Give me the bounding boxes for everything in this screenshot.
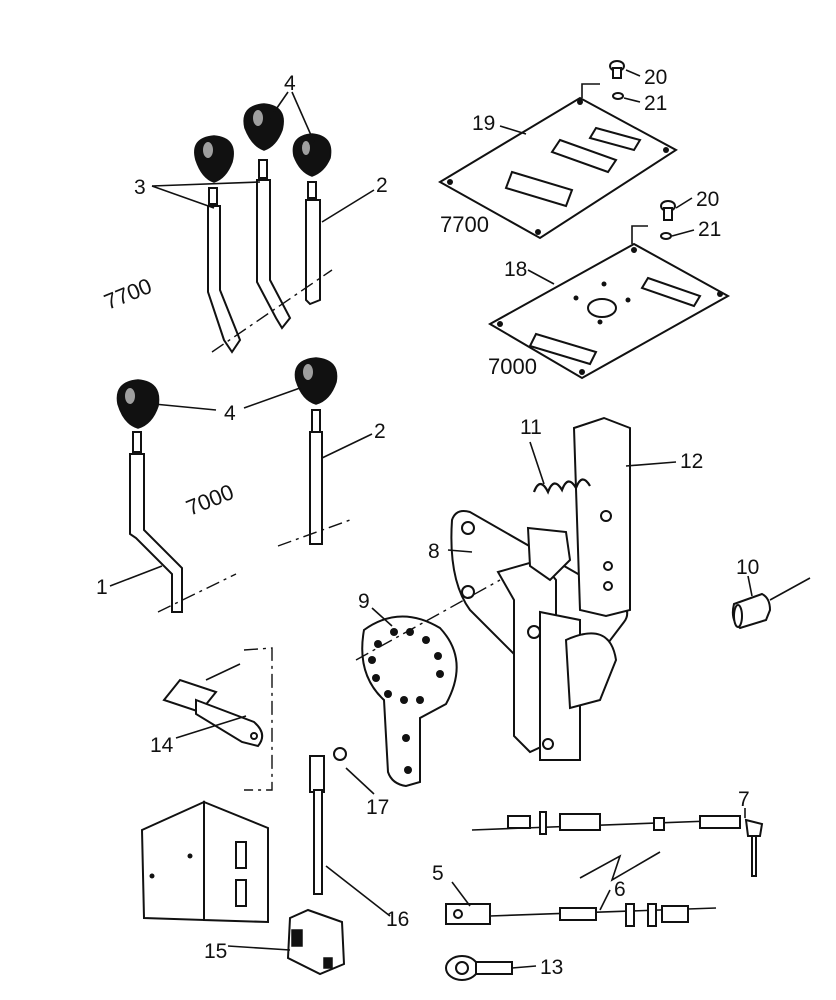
callout-15: 15: [204, 940, 227, 963]
model-label-7000-plate: 7000: [488, 354, 537, 379]
model-label-7000-levers: 7000: [183, 479, 238, 521]
stud-7000-right: [311, 409, 321, 433]
knob-left-7700: [194, 135, 234, 183]
screw-20-top: [581, 60, 625, 100]
callout-8: 8: [428, 540, 440, 563]
callout-2-mid: 2: [374, 420, 386, 443]
callout-2-top: 2: [376, 174, 388, 197]
callout-11: 11: [520, 416, 542, 439]
callout-4-top: 4: [284, 72, 296, 95]
callout-9: 9: [358, 590, 370, 613]
callout-21-top: 21: [644, 92, 667, 115]
knob-right-7000: [294, 357, 338, 405]
cable-7: [471, 811, 764, 877]
lever-14: [162, 663, 264, 748]
callout-4-mid: 4: [224, 402, 236, 425]
knob-middle-7700: [243, 103, 284, 151]
rod-16-switch: [286, 755, 346, 976]
callout-7: 7: [738, 788, 750, 811]
callout-21-bottom: 21: [698, 218, 721, 241]
callout-17: 17: [366, 796, 389, 819]
callout-18: 18: [504, 258, 527, 281]
lever-bent-middle: [256, 179, 292, 330]
model-label-7700-levers: 7700: [101, 273, 156, 315]
callout-16: 16: [386, 908, 409, 931]
knob-right-7700: [292, 133, 332, 177]
stud-right: [307, 181, 317, 199]
cover-plate-19: [438, 96, 678, 240]
lever-1-cranked: [129, 453, 183, 613]
callout-3: 3: [134, 176, 146, 199]
axis-line: [211, 269, 333, 353]
axis-line-9: [355, 579, 501, 661]
cable-6: [445, 851, 717, 927]
callout-10: 10: [736, 556, 759, 579]
stud-7000-left: [132, 431, 142, 453]
bracket-15: [140, 800, 269, 924]
callout-19: 19: [472, 112, 495, 135]
index-plate-9: [361, 615, 458, 788]
lever-set-7000: [116, 357, 351, 613]
leader-lines: [109, 69, 753, 969]
stud-left: [208, 187, 218, 205]
nut-17: [333, 747, 347, 761]
gate-assembly-8: [450, 510, 629, 761]
callout-12: 12: [680, 450, 703, 473]
callout-1: 1: [96, 576, 108, 599]
callout-20-top: 20: [644, 66, 667, 89]
axis-line-2: [277, 519, 351, 547]
axis-line-1: [157, 573, 237, 613]
callout-20-bottom: 20: [696, 188, 719, 211]
callout-6: 6: [614, 878, 626, 901]
callout-14: 14: [150, 734, 174, 757]
ball-joint-13: [445, 955, 513, 981]
screw-20-bottom: [631, 200, 676, 244]
lever-12: [572, 416, 631, 618]
model-label-7700-plate: 7700: [440, 212, 489, 237]
knob-left-7000: [116, 379, 160, 429]
callout-13: 13: [540, 956, 563, 979]
bushing-10: [731, 577, 811, 630]
spring-11: [532, 478, 591, 495]
cover-plate-18: [487, 242, 731, 380]
callout-5: 5: [432, 862, 444, 885]
lever-straight-right: [305, 199, 321, 306]
lever-2-straight: [309, 431, 323, 545]
lever-bent-left: [207, 205, 242, 354]
stud-middle: [258, 159, 268, 179]
lever-set-7700: [194, 103, 333, 354]
